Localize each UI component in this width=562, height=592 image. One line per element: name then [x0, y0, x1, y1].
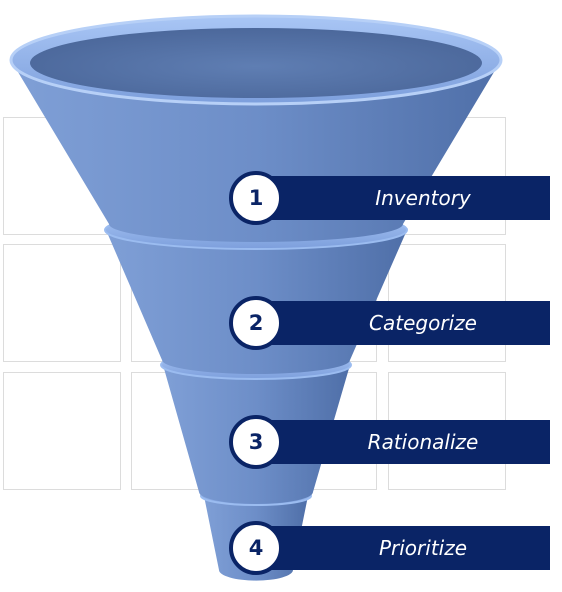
- step-2-label: Categorize: [369, 311, 477, 335]
- step-1-label: Inventory: [375, 186, 471, 210]
- funnel-mouth-opening: [30, 28, 482, 98]
- step-2-bar: Categorize: [262, 301, 550, 345]
- step-1-number-badge: 1: [229, 171, 283, 225]
- grid-cell: [3, 244, 121, 362]
- step-4-label: Prioritize: [378, 536, 468, 560]
- step-4-number-badge: 4: [229, 521, 283, 575]
- step-3-label: Rationalize: [367, 430, 479, 454]
- step-3-bar: Rationalize: [262, 420, 550, 464]
- grid-cell: [3, 372, 121, 490]
- step-1-bar: Inventory: [262, 176, 550, 220]
- step-3-number-badge: 3: [229, 415, 283, 469]
- step-4-bar: Prioritize: [262, 526, 550, 570]
- step-2-number-badge: 2: [229, 296, 283, 350]
